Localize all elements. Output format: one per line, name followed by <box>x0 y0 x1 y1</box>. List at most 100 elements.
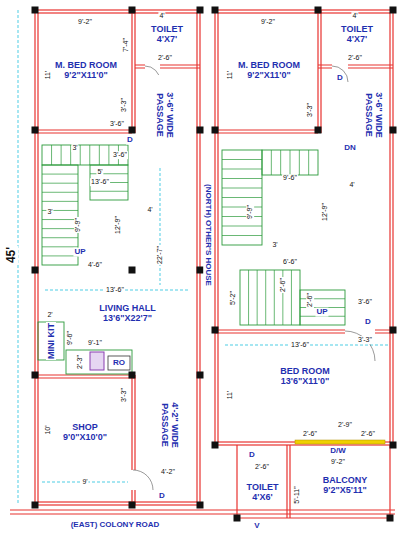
stair-step <box>42 201 78 202</box>
dimension-label: 2' <box>46 311 53 319</box>
dimension-label: 2'-6" <box>306 292 314 308</box>
columns <box>32 7 397 522</box>
stair-flight <box>222 150 262 245</box>
column <box>390 442 397 449</box>
stair-step <box>80 145 81 165</box>
plan-label: (EAST) COLONY ROAD <box>70 521 161 530</box>
plan-label: RO <box>112 359 126 368</box>
room-text: TOILET <box>340 24 374 34</box>
room-text: MINI KIT <box>46 322 56 360</box>
plan-label: D <box>248 451 256 460</box>
room-text: 13'6"X22'7" <box>102 313 153 323</box>
dimension-label: 3' <box>46 208 53 216</box>
dimension-label: 3' <box>271 241 278 249</box>
column <box>129 267 136 274</box>
plan-label: V <box>253 522 260 531</box>
plan-label: D/W <box>329 447 347 456</box>
plan-label: D <box>126 136 134 145</box>
stair-step <box>222 216 262 217</box>
dimension-label: 3'-3" <box>306 102 314 118</box>
room-text: 9'2"X11'0" <box>63 70 108 80</box>
plan-label: (NORTH) OTHER'S HOUSE <box>204 183 213 287</box>
door-swings <box>133 66 375 490</box>
dimension-label: 22'-7" <box>156 245 164 265</box>
room-text: 4'X7' <box>346 34 368 44</box>
stair-flight <box>300 290 345 325</box>
column <box>197 372 204 379</box>
dimension-label: 11' <box>226 390 234 401</box>
column <box>390 127 397 134</box>
dimension-label: 4' <box>146 206 153 214</box>
dimension-label: 4'-2" <box>160 468 176 476</box>
column <box>129 7 136 14</box>
dimension-label: 9'-9" <box>246 204 254 220</box>
room-text: 3'-6" WIDE PASSAGE <box>364 75 385 155</box>
column <box>129 502 136 509</box>
dimension-label: 13'-6" <box>290 341 310 349</box>
stair-step <box>42 183 78 184</box>
room-text: M. BED ROOM <box>54 60 118 70</box>
dimension-label: 10' <box>44 424 52 435</box>
stair-step <box>248 270 249 325</box>
dimension-label: 2'-6" <box>360 430 376 438</box>
plan-label: D <box>336 74 344 83</box>
room-label: M. BED ROOM9'2"X11'0" <box>222 40 316 100</box>
room-text: 3'-6" WIDE PASSAGE <box>155 75 176 155</box>
column <box>197 502 204 509</box>
dimension-lines <box>18 10 388 505</box>
dimension-label: 2'-6" <box>254 463 270 471</box>
column <box>315 7 322 14</box>
dimension-label: 2'-6" <box>157 54 173 62</box>
column <box>234 515 241 522</box>
stair-step <box>99 145 100 165</box>
dimension-label: 3'-6" <box>357 298 373 306</box>
column <box>32 267 39 274</box>
stair-step <box>222 226 262 227</box>
room-text: LIVING HALL <box>98 303 157 313</box>
column <box>212 442 219 449</box>
room-label: M. BED ROOM9'2"X11'0" <box>42 40 130 100</box>
stair-step <box>257 270 258 325</box>
room-label: TOILET4'X6' <box>240 478 285 506</box>
plan-label: D <box>364 318 372 327</box>
stair-step <box>222 159 262 160</box>
room-text: BED ROOM <box>279 366 331 376</box>
stair-step <box>290 150 291 175</box>
dimension-label: 3'-6" <box>109 120 125 128</box>
dimension-label: 6'-6" <box>282 258 298 266</box>
column <box>390 7 397 14</box>
stair-steps <box>42 145 345 325</box>
stair-step <box>89 145 90 165</box>
column <box>212 7 219 14</box>
room-text: 4'-2" WIDE PASSAGE <box>160 385 181 465</box>
walls <box>10 10 395 518</box>
stair-flight <box>262 150 318 175</box>
window-symbol <box>295 440 385 444</box>
dimension-label: 9'-6" <box>282 174 298 182</box>
plan-label: 45' <box>5 246 18 264</box>
room-text: 9'0"X10'0" <box>62 432 108 442</box>
column <box>32 372 39 379</box>
dimension-label: 3' <box>71 144 78 152</box>
room-text: 9'2"X5'11" <box>322 485 367 495</box>
room-text: BALCONY <box>322 475 369 485</box>
column <box>129 372 136 379</box>
dimension-label: 5'-2" <box>229 290 237 306</box>
dimension-label: 9' <box>81 478 88 486</box>
dimension-label: 4'-6" <box>87 261 103 269</box>
stair-step <box>222 188 262 189</box>
dimension-label: 2'-3" <box>76 354 84 370</box>
room-text: 4'X7' <box>156 34 178 44</box>
plan-label: DN <box>343 144 357 153</box>
room-text: TOILET <box>150 24 184 34</box>
stair-step <box>42 174 78 175</box>
column <box>212 327 219 334</box>
stair-step <box>280 150 281 175</box>
plan-label: D <box>158 492 166 501</box>
dimension-label: 13'-6" <box>105 286 125 294</box>
stair-step <box>108 145 109 165</box>
stair-flight <box>90 165 128 200</box>
stair-step <box>222 169 262 170</box>
dimension-label: 2'-6" <box>279 277 287 293</box>
dimension-label: 3'-3" <box>120 97 128 113</box>
